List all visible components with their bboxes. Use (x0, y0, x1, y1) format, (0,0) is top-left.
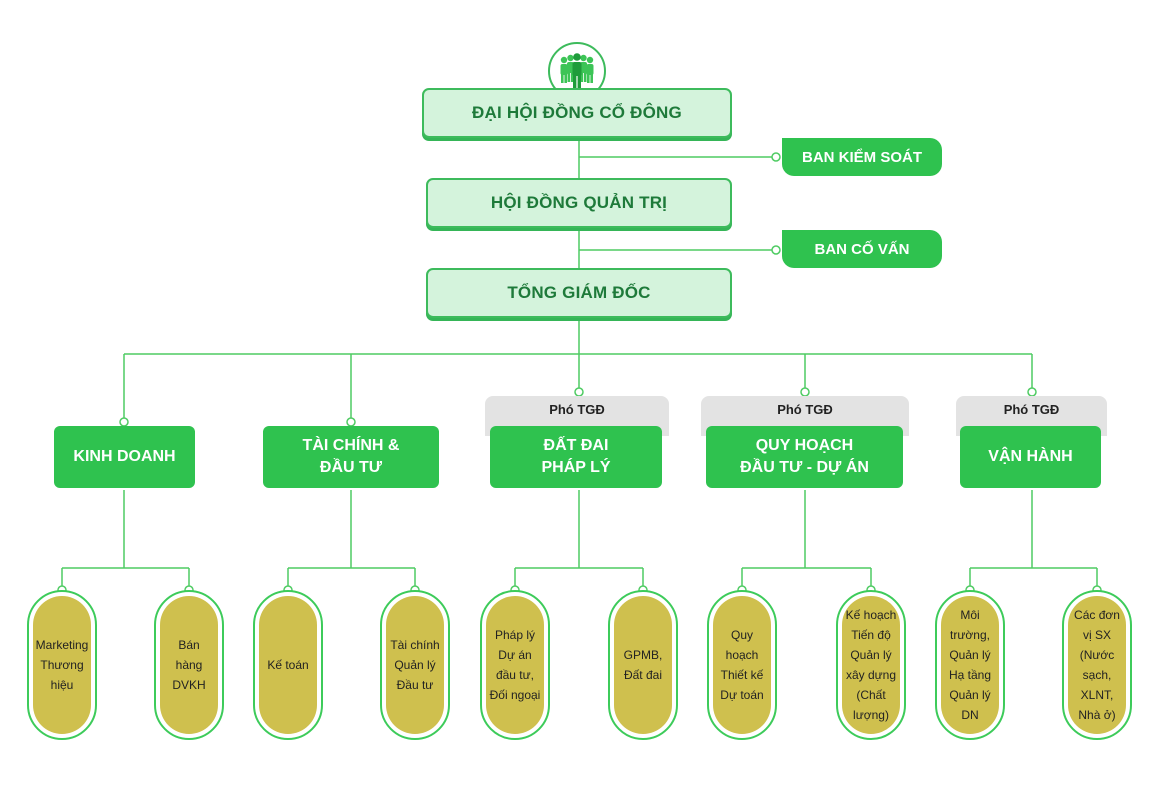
leaf-unit: Các đơn vị SX (Nước sạch, XLNT, Nhà ở) (1062, 590, 1132, 740)
dept-kinh-doanh: KINH DOANH (54, 426, 195, 488)
dept-dat-dai: ĐẤT ĐAI PHÁP LÝ (490, 426, 662, 488)
leaf-unit: Tài chính Quản lý Đầu tư (380, 590, 450, 740)
leaf-unit: Môi trường, Quản lý Hạ tầng Quản lý DN (935, 590, 1005, 740)
connector-dot (574, 387, 584, 397)
leaf-unit: Pháp lý Dự án đầu tư, Đối ngoại (480, 590, 550, 740)
leaf-unit: GPMB, Đất đai (608, 590, 678, 740)
advisory-board-box: BAN CỐ VẤN (782, 230, 942, 268)
connector-dot (800, 387, 810, 397)
connector-dot (346, 417, 356, 427)
leaf-unit: Bán hàng DVKH (154, 590, 224, 740)
leaf-unit: Kế toán (253, 590, 323, 740)
connector-dot (1027, 387, 1037, 397)
shareholders-box: ĐẠI HỘI ĐỒNG CỔ ĐÔNG (422, 88, 732, 138)
dept-quy-hoach: QUY HOẠCH ĐẦU TƯ - DỰ ÁN (706, 426, 903, 488)
connector-dot (119, 417, 129, 427)
dept-tai-chinh: TÀI CHÍNH & ĐẦU TƯ (263, 426, 439, 488)
dept-van-hanh: VẬN HÀNH (960, 426, 1101, 488)
connector-dot (771, 245, 781, 255)
board-box: HỘI ĐỒNG QUẢN TRỊ (426, 178, 732, 228)
leaf-unit: Marketing Thương hiệu (27, 590, 97, 740)
leaf-unit: Quy hoạch Thiết kế Dự toán (707, 590, 777, 740)
leaf-unit: Kế hoạch Tiến độ Quản lý xây dựng (Chất … (836, 590, 906, 740)
control-board-box: BAN KIỂM SOÁT (782, 138, 942, 176)
connector-dot (771, 152, 781, 162)
ceo-box: TỔNG GIÁM ĐỐC (426, 268, 732, 318)
